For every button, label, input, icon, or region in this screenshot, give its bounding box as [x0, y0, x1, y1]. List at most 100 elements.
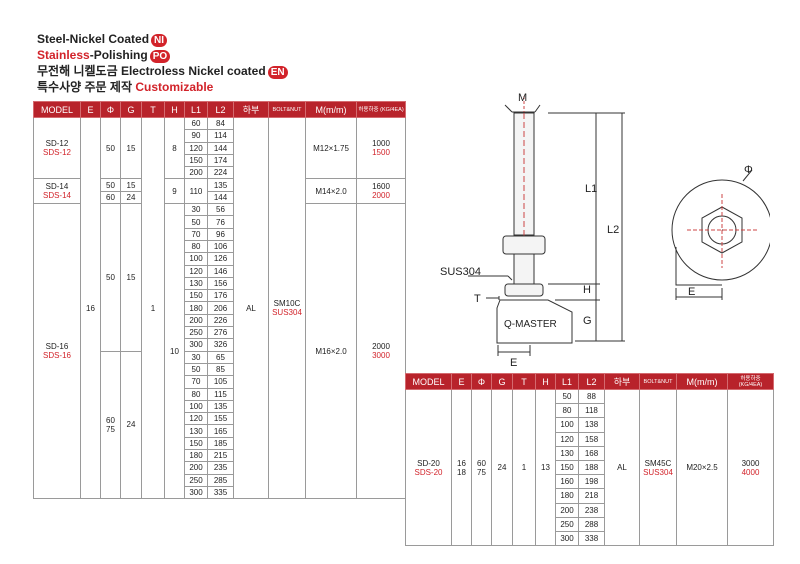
column-header: G	[120, 101, 142, 118]
table-cell: 56	[207, 203, 234, 217]
table-cell: 96	[207, 227, 234, 241]
table-cell: 338	[578, 530, 605, 547]
table-cell: 115	[207, 387, 234, 401]
column-header: L2	[207, 101, 234, 118]
table-cell: 15	[120, 203, 142, 352]
table-cell: 50	[555, 388, 579, 405]
table-cell: 120	[184, 141, 208, 155]
table-cell: 165	[207, 424, 234, 438]
table-cell: 80	[555, 403, 579, 419]
table-cell: 146	[207, 264, 234, 278]
table-cell: 100	[184, 399, 208, 414]
cell-line: 1600	[372, 182, 390, 192]
table-cell: 76	[207, 215, 234, 229]
table-cell: 60	[184, 116, 208, 131]
table-cell: 200	[184, 166, 208, 180]
table-cell: 138	[578, 417, 605, 433]
column-header: Φ	[471, 373, 492, 390]
table-cell: 198	[578, 474, 605, 490]
title-line-4: 특수사양 주문 제작 Customizable	[37, 80, 214, 94]
table-cell: 50	[184, 362, 208, 377]
table-cell: 180	[184, 449, 208, 463]
table-cell: 300	[555, 530, 579, 547]
table-cell: 1	[512, 388, 536, 547]
table-cell: 155	[207, 412, 234, 426]
table-cell: 70	[184, 375, 208, 389]
table-cell: 326	[207, 338, 234, 352]
table-cell: 50	[100, 178, 121, 192]
cell-line-red: SDS-16	[42, 351, 71, 361]
table-cell: 176	[207, 289, 234, 303]
table-cell: 80	[184, 239, 208, 254]
leveling-foot-drawing: M L1 L2 SUS304 H T G Q-MASTER E Φ E	[440, 92, 770, 369]
table-cell: 156	[207, 276, 234, 291]
table-cell: 24	[120, 350, 142, 500]
table-cell: 65	[207, 350, 234, 364]
column-header: M(m/m)	[676, 373, 728, 390]
table-cell: 84	[207, 116, 234, 131]
table-cell: 85	[207, 362, 234, 377]
table-cell: 50	[184, 215, 208, 229]
cell-line: SD-20	[417, 458, 440, 468]
table-cell: 110	[184, 178, 208, 205]
table-cell: 30	[184, 203, 208, 217]
table-cell: 130	[184, 276, 208, 291]
table-cell: 288	[578, 516, 605, 532]
column-header: T	[512, 373, 536, 390]
column-header: G	[491, 373, 513, 390]
e-cell: 16	[80, 116, 101, 500]
column-header: E	[80, 101, 101, 118]
dim-m: M	[518, 92, 527, 104]
dim-l1: L1	[585, 183, 597, 195]
table-cell: 135	[207, 178, 234, 192]
table-cell: M14×2.0	[305, 178, 357, 205]
table-cell: 200	[555, 502, 579, 518]
table-cell: 150	[555, 459, 579, 476]
table-cell: 88	[578, 388, 605, 405]
dim-g: G	[583, 315, 592, 327]
cell-line-red: SDS-14	[42, 191, 71, 201]
column-header: E	[451, 373, 472, 390]
cell-line-red: 4000	[741, 467, 760, 477]
dim-t: T	[474, 293, 481, 305]
table-cell: 8	[164, 116, 185, 180]
table-cell: 226	[207, 313, 234, 328]
table-cell: 9	[164, 178, 185, 205]
cell-line: SD-14	[45, 182, 69, 192]
table-cell: 250	[555, 516, 579, 532]
column-header: 허용하중 (KG/4EA)	[727, 373, 774, 390]
cell-line: SD-12	[45, 139, 69, 149]
column-header: MODEL	[405, 373, 452, 390]
brand-q-master: Q-MASTER	[504, 319, 557, 330]
table-cell: 238	[578, 502, 605, 518]
cell-line-red: 1500	[372, 148, 390, 158]
table-cell: 130	[184, 424, 208, 438]
cell-line-red: 2000	[372, 191, 390, 201]
table-cell: 168	[578, 445, 605, 461]
table-cell: M20×2.5	[676, 388, 728, 547]
table-cell: 158	[578, 431, 605, 447]
table-cell: 144	[207, 141, 234, 155]
table-cell: M16×2.0	[305, 203, 357, 500]
